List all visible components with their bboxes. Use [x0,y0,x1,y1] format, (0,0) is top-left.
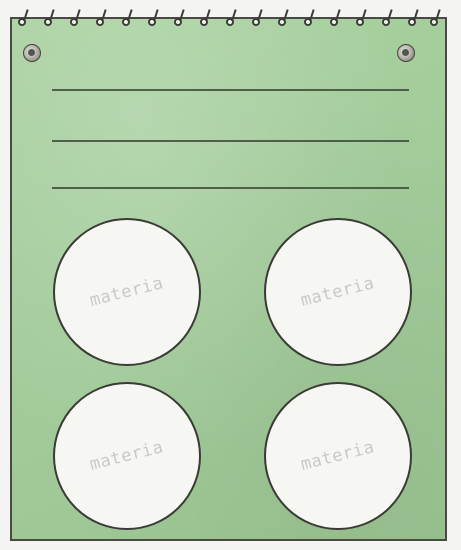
subject-circle-1[interactable]: materia [53,218,201,366]
subject-label: materia [299,273,377,311]
spiral-ring [408,18,416,26]
write-line-1[interactable] [52,89,409,91]
spiral-ring [356,18,364,26]
write-line-3[interactable] [52,187,409,189]
spiral-ring [200,18,208,26]
spiral-ring [278,18,286,26]
spiral-ring [330,18,338,26]
spiral-ring [252,18,260,26]
spiral-ring [70,18,78,26]
grommet-right-icon [397,44,415,62]
spiral-ring [96,18,104,26]
subject-label: materia [88,437,166,475]
spiral-ring [148,18,156,26]
spiral-ring [382,18,390,26]
spiral-ring [18,18,26,26]
spiral-ring [44,18,52,26]
spiral-ring [226,18,234,26]
subject-circle-3[interactable]: materia [53,382,201,530]
spiral-binding [0,0,461,40]
spiral-ring [122,18,130,26]
spiral-ring [174,18,182,26]
grommet-left-icon [23,44,41,62]
subject-circle-4[interactable]: materia [264,382,412,530]
subject-circle-2[interactable]: materia [264,218,412,366]
write-line-2[interactable] [52,140,409,142]
spiral-ring [430,18,438,26]
spiral-ring [304,18,312,26]
subject-label: materia [88,273,166,311]
subject-label: materia [299,437,377,475]
